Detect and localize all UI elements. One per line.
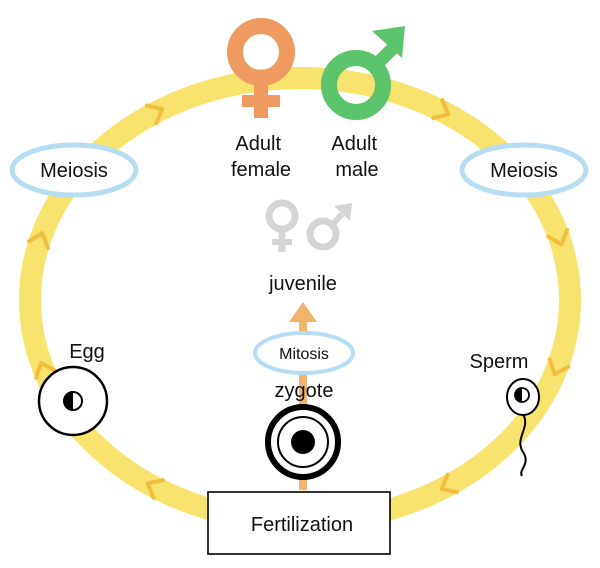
mars-symbol-icon — [321, 26, 405, 120]
cycle-chevron-4 — [547, 357, 571, 377]
meiosis-left-ring — [9, 142, 139, 198]
cycle-chevron-3 — [546, 227, 570, 247]
meiosis-right-ring — [459, 142, 589, 198]
fertilization-box: Fertilization — [207, 491, 391, 555]
juvenile-symbols-icon — [265, 199, 352, 252]
cycle-chevron-8 — [27, 231, 50, 250]
sperm-label: Sperm — [470, 351, 529, 373]
adult-male-label-line1: Adult — [331, 133, 377, 155]
cycle-chevron-6 — [145, 478, 165, 500]
fertilization-label: Fertilization — [251, 514, 353, 536]
egg-cell-icon — [37, 365, 109, 437]
meiosis-right: Meiosis — [459, 142, 589, 198]
cycle-direction-chevrons — [27, 98, 571, 500]
meiosis-right-label: Meiosis — [490, 160, 558, 182]
adult-female-label: Adult female — [231, 133, 291, 181]
meiosis-left: Meiosis — [9, 142, 139, 198]
adult-female-label-line2: female — [231, 159, 291, 181]
meiosis-left-label: Meiosis — [40, 160, 108, 182]
sperm-cell-icon — [506, 378, 540, 477]
mitosis: Mitosis — [253, 331, 355, 375]
zygote-label: zygote — [275, 380, 334, 402]
adult-male-label-line2: male — [335, 159, 378, 181]
adult-male-label: Adult male — [331, 133, 382, 181]
adult-female-label-line1: Adult — [235, 133, 281, 155]
juvenile-label: juvenile — [268, 273, 337, 295]
cycle-chevron-2 — [431, 98, 451, 120]
zygote-cell-icon — [265, 404, 341, 480]
fertilization-box-frame — [207, 491, 391, 555]
cycle-chevron-1 — [145, 103, 165, 126]
mitosis-ring — [253, 331, 355, 375]
mitosis-label: Mitosis — [279, 346, 329, 363]
cycle-chevron-5 — [439, 472, 460, 495]
venus-symbol-icon — [227, 18, 295, 118]
egg-label: Egg — [69, 341, 105, 363]
cycle-chevron-7 — [34, 361, 57, 380]
